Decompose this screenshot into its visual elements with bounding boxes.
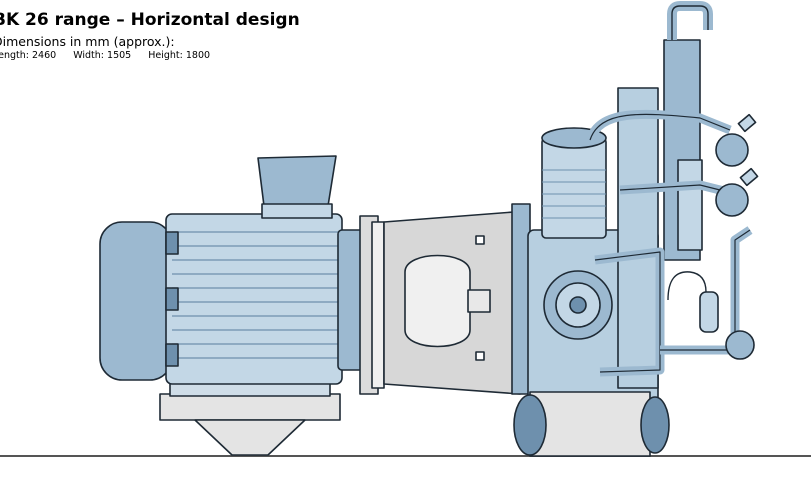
length-value: Length: 2460 [0, 50, 57, 61]
valve-spheres [715, 113, 759, 360]
motor-pedestal [159, 379, 341, 456]
oil-filter [667, 271, 719, 333]
coupling-flange [359, 215, 385, 395]
height-value: Height: 1800 [148, 50, 211, 61]
width-value: Width: 1505 [73, 50, 132, 61]
page-title: BK 26 range – Horizontal design [0, 10, 300, 30]
coupling-housing [383, 211, 521, 395]
dimensions-heading: Dimensions in mm (approx.): [0, 34, 175, 49]
dimensions-line: Length: 2460 Width: 1505 Height: 1800 [0, 50, 224, 61]
electric-motor [99, 155, 369, 385]
cooler-tower [617, 1, 713, 389]
piping [585, 109, 753, 377]
